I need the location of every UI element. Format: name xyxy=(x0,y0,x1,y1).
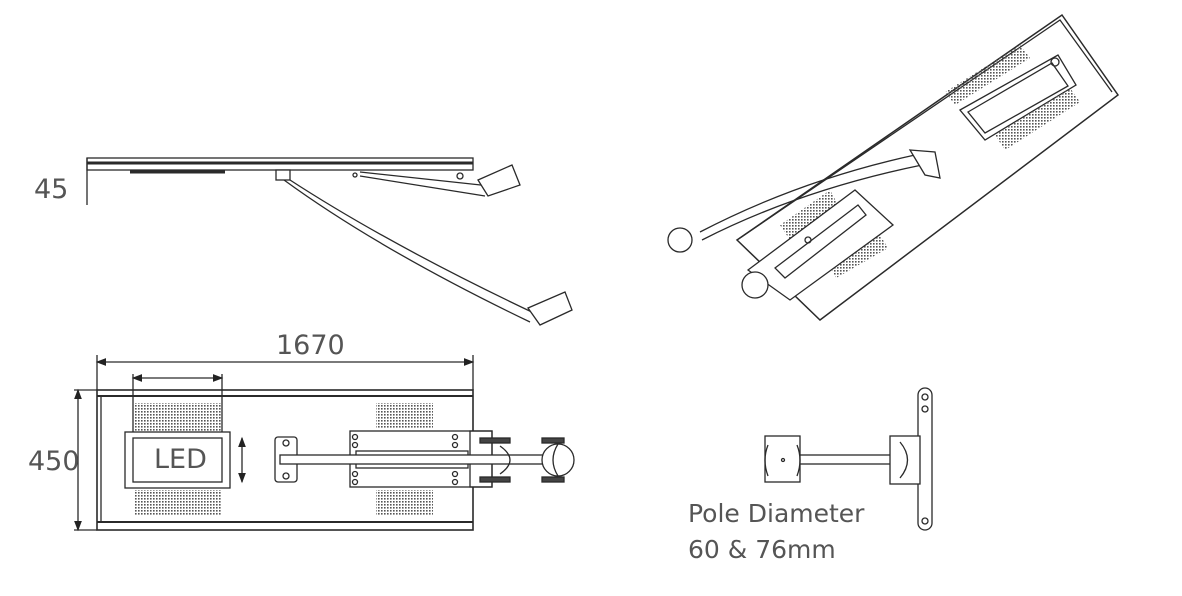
pole-diameter-values: 60 & 76mm xyxy=(688,535,836,564)
height-dimension-label: 45 xyxy=(34,174,69,205)
led-label: LED xyxy=(154,444,207,475)
pole-diameter-title: Pole Diameter xyxy=(688,499,865,528)
side-view xyxy=(86,157,573,326)
width-dimension-label: 450 xyxy=(28,446,80,477)
length-dimension-label: 1670 xyxy=(276,330,345,361)
pole-mount-view xyxy=(764,387,933,531)
pole-diameter-note: Pole Diameter 60 & 76mm xyxy=(688,496,864,568)
top-view xyxy=(74,355,575,532)
perspective-view xyxy=(667,13,1120,321)
